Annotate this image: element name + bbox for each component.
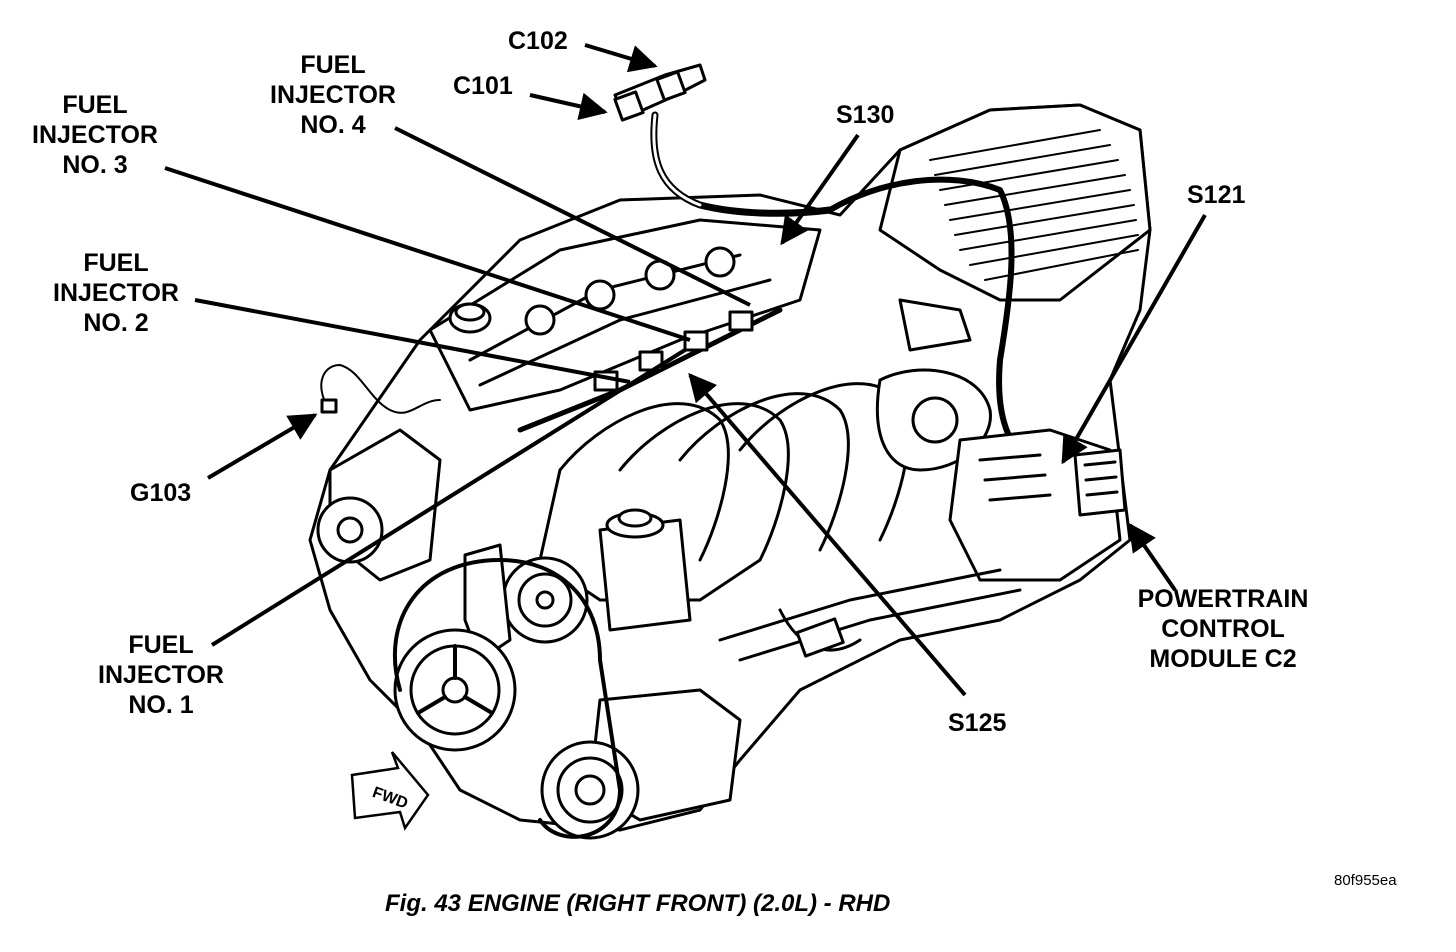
label-fuel-injector-1: FUEL INJECTOR NO. 1: [90, 630, 232, 720]
label-fuel-injector-4-line1: FUEL: [300, 51, 366, 79]
label-s121: S121: [1187, 180, 1245, 210]
label-fuel-injector-4-line3: NO. 4: [300, 111, 366, 139]
label-fuel-injector-2-line1: FUEL: [83, 249, 149, 277]
leader-pcm: [1128, 522, 1177, 592]
label-fuel-injector-2-line3: NO. 2: [83, 309, 149, 337]
label-s130-text: S130: [836, 101, 895, 129]
figure-caption: Fig. 43 ENGINE (RIGHT FRONT) (2.0L) - RH…: [385, 890, 891, 917]
leader-s130: [780, 133, 860, 246]
label-fuel-injector-2: FUEL INJECTOR NO. 2: [45, 248, 187, 338]
leader-s121: [1061, 214, 1207, 465]
label-c102: C102: [508, 26, 568, 56]
label-g103-text: G103: [130, 479, 192, 507]
label-fuel-injector-1-line3: NO. 1: [128, 691, 194, 719]
label-s130: S130: [836, 100, 894, 130]
label-c102-text: C102: [508, 27, 568, 55]
label-pcm: POWERTRAIN CONTROL MODULE C2: [1120, 584, 1326, 674]
callout-leaders: [164, 43, 1207, 697]
leader-fuel-injector-4: [394, 126, 751, 307]
leader-s125: [688, 372, 967, 697]
label-fuel-injector-4: FUEL INJECTOR NO. 4: [262, 50, 404, 140]
leader-g103: [206, 413, 318, 480]
label-fuel-injector-1-line1: FUEL: [128, 631, 194, 659]
engine-illustration: [308, 63, 1152, 840]
leader-fuel-injector-1: [210, 348, 687, 647]
leader-fuel-injector-2: [194, 298, 631, 384]
label-pcm-line1: POWERTRAIN: [1137, 585, 1309, 613]
leader-c101: [529, 92, 608, 121]
label-c101: C101: [453, 71, 513, 101]
fwd-arrow-icon: FWD: [350, 751, 430, 831]
label-c101-text: C101: [453, 72, 513, 100]
label-fuel-injector-2-line2: INJECTOR: [53, 279, 179, 307]
label-s125-text: S125: [948, 709, 1007, 737]
label-s125: S125: [948, 708, 1006, 738]
label-fuel-injector-3-line3: NO. 3: [62, 151, 128, 179]
leader-c102: [584, 43, 658, 73]
label-fuel-injector-3-line1: FUEL: [62, 91, 128, 119]
label-fuel-injector-3-line2: INJECTOR: [32, 121, 158, 149]
label-pcm-line3: MODULE C2: [1149, 645, 1297, 673]
label-fuel-injector-1-line2: INJECTOR: [98, 661, 224, 689]
label-g103: G103: [130, 478, 191, 508]
label-s121-text: S121: [1187, 181, 1246, 209]
label-fuel-injector-4-line2: INJECTOR: [270, 81, 396, 109]
label-pcm-line2: CONTROL: [1161, 615, 1285, 643]
leader-fuel-injector-3: [164, 166, 691, 342]
label-fuel-injector-3: FUEL INJECTOR NO. 3: [24, 90, 166, 180]
image-code: 80f955ea: [1334, 872, 1397, 889]
